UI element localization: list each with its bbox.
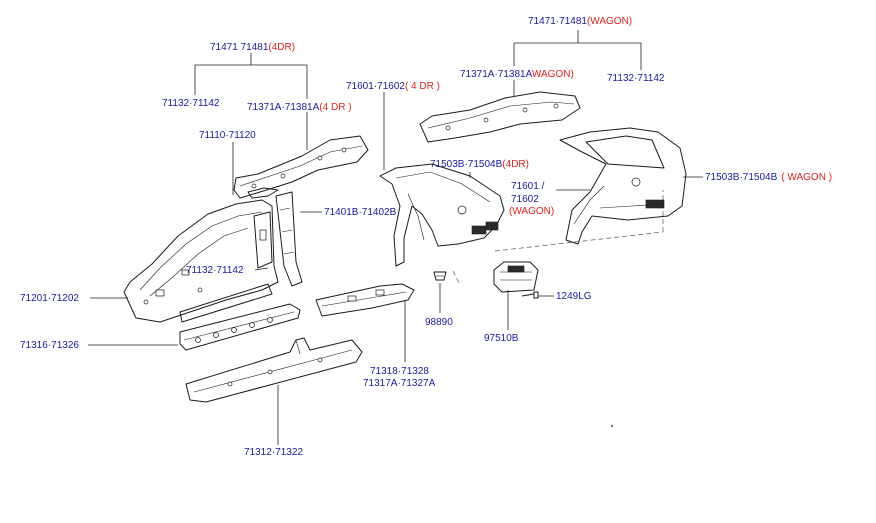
label-71201: 71201·71202	[20, 293, 79, 304]
label-71371-4dr: 71371A·71381A(4 DR )	[247, 102, 352, 113]
label-71601-wagon-2: 71602	[511, 194, 539, 205]
rocker-sill	[185, 337, 363, 403]
label-71317a: 71317A·71327A	[363, 378, 436, 389]
roof-rail-4dr	[233, 135, 369, 199]
label-71503-4dr: 71503B·71504B(4DR)	[430, 159, 529, 170]
bolt-1249lg	[521, 291, 539, 299]
label-71132-left: 71132·71142	[162, 98, 220, 109]
quarter-outer-wagon	[559, 127, 687, 245]
stray-dot	[611, 425, 613, 427]
label-71110: 71110·71120	[199, 130, 256, 141]
side-outer-panel	[123, 199, 279, 323]
label-1249lg: 1249LG	[556, 291, 592, 302]
roof-rail-wagon	[419, 91, 581, 143]
label-71471-wagon: 71471·71481(WAGON)	[528, 16, 633, 27]
quarter-inner-4dr	[379, 163, 505, 267]
label-71601-wagon-variant: (WAGON)	[509, 206, 555, 217]
label-71471-4dr: 71471 71481(4DR)	[210, 42, 296, 53]
inner-sill	[179, 303, 301, 351]
grommet-98890	[433, 271, 447, 281]
label-71132-right: 71132·71142	[607, 73, 665, 84]
label-71601-4dr: 71601·71602( 4 DR )	[346, 81, 440, 92]
label-71132-mid: 71132·71142	[186, 265, 244, 276]
label-71312: 71312·71322	[244, 447, 303, 458]
leader-lines	[88, 30, 703, 445]
reinforcement-sill	[315, 283, 415, 317]
b-pillar	[247, 187, 303, 287]
label-97510b: 97510B	[484, 333, 519, 344]
label-71316: 71316·71326	[20, 340, 79, 351]
label-71601-wagon-1: 71601 /	[511, 181, 545, 192]
fuel-housing	[493, 261, 539, 293]
label-71371-wagon: 71371A·71381AWAGON)	[460, 69, 574, 80]
label-71401: 71401B·71402B	[324, 207, 397, 218]
label-71318: 71318·71328	[370, 366, 429, 377]
label-98890: 98890	[425, 317, 453, 328]
label-71503-wagon: 71503B·71504B( WAGON )	[705, 172, 833, 183]
